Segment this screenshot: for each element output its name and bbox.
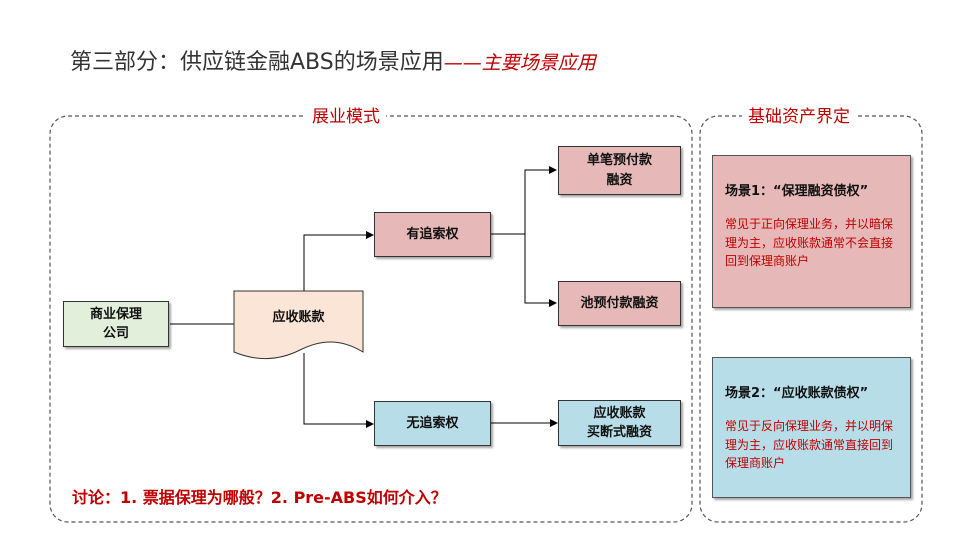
node-single-prepay: 单笔预付款 融资: [558, 146, 681, 195]
receivable-document-shape: [233, 290, 364, 360]
scene-1-desc: 常见于正向保理业务，并以暗保理为主，应收账款通常不会直接回到保理商账户: [725, 217, 894, 269]
scene-1-card: 场景1：“保理融资债权” 常见于正向保理业务，并以暗保理为主，应收账款通常不会直…: [712, 155, 911, 308]
scene-2-desc: 常见于反向保理业务，并以明保理为主，应收账款通常直接回到保理商账户: [725, 419, 894, 471]
scene-2-title: 场景2：“应收账款债权”: [725, 386, 869, 401]
node-pool-prepay: 池预付款融资: [558, 281, 681, 326]
line-to-recourse: [303, 231, 374, 291]
node-with-recourse: 有追索权: [374, 212, 491, 257]
scene-2-card: 场景2：“应收账款债权” 常见于反向保理业务，并以明保理为主，应收账款通常直接回…: [712, 357, 911, 498]
scene-1-title: 场景1：“保理融资债权”: [725, 184, 869, 199]
node-factoring-company: 商业保理 公司: [63, 301, 169, 347]
page-title: 第三部分：供应链金融ABS的场景应用——主要场景应用: [70, 44, 596, 76]
line-to-single: [524, 166, 557, 234]
title-main: 第三部分：供应链金融ABS的场景应用: [70, 50, 444, 75]
node-buyout: 应收账款 买断式融资: [558, 400, 681, 446]
right-panel-label: 基础资产界定: [742, 102, 856, 127]
title-sub: ——主要场景应用: [443, 52, 596, 74]
node-receivable: 应收账款: [272, 310, 325, 326]
line-to-pool: [524, 234, 557, 307]
line-to-nonrecourse: [303, 353, 374, 428]
left-panel-label: 展业模式: [306, 102, 386, 127]
node-without-recourse: 无追索权: [374, 401, 491, 446]
discussion-text: 讨论：1. 票据保理为哪般？2. Pre-ABS如何介入？: [72, 488, 447, 507]
